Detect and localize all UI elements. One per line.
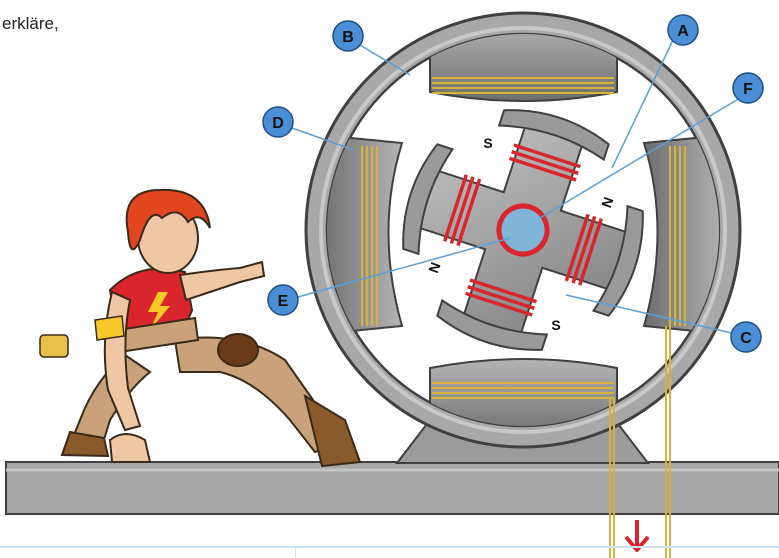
svg-text:E: E xyxy=(278,293,289,310)
leader-lines xyxy=(291,39,741,334)
field-coils xyxy=(361,77,686,558)
svg-text:D: D xyxy=(272,115,284,132)
heroine-illustration xyxy=(39,188,362,468)
svg-text:A: A xyxy=(677,23,689,40)
label-d: D xyxy=(262,106,294,138)
bench xyxy=(5,461,779,515)
rotor-coils xyxy=(442,143,604,317)
pole-mark-top: S xyxy=(483,135,492,151)
label-e: E xyxy=(267,284,299,316)
label-c: C xyxy=(730,321,762,353)
svg-text:B: B xyxy=(342,29,354,46)
label-f: F xyxy=(732,72,764,104)
pole-mark-bottom: S xyxy=(551,317,560,333)
label-a: A xyxy=(667,14,699,46)
table-top-border xyxy=(0,546,779,548)
intro-text: erkläre, xyxy=(2,14,59,33)
rotor xyxy=(402,109,644,351)
label-b: B xyxy=(332,20,364,52)
svg-text:C: C xyxy=(740,330,752,347)
table-column-divider xyxy=(295,546,296,558)
shaft xyxy=(496,203,550,257)
svg-text:F: F xyxy=(743,81,753,98)
down-arrow-icon xyxy=(624,520,650,552)
